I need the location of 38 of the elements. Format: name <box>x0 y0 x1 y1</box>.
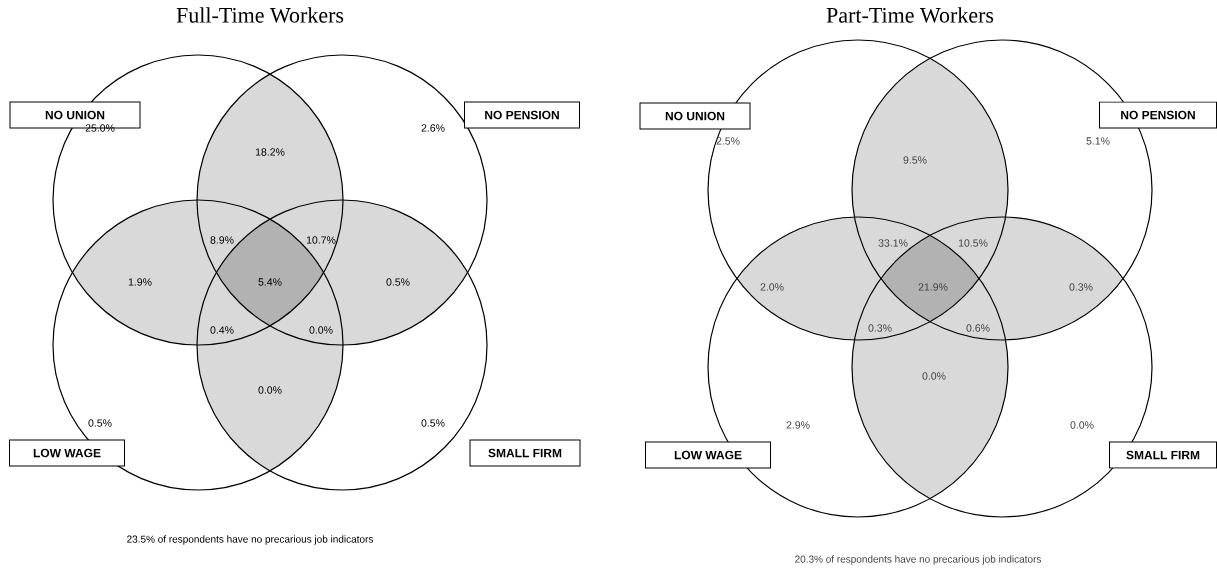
percentage-label: 0.3% <box>868 324 892 332</box>
percentage-label: 2.9% <box>786 421 810 429</box>
percentage-label: 5.1% <box>1086 137 1110 145</box>
label-box: LOW WAGE <box>645 441 771 469</box>
percentage-label: 0.3% <box>1069 283 1093 291</box>
node-label: NO PENSION <box>1121 110 1195 120</box>
footnote: 23.5% of respondents have no precarious job indicators <box>127 535 373 545</box>
percentage-label: 9.5% <box>903 156 927 164</box>
label-box: SMALL FIRM <box>469 439 581 467</box>
percentage-label: 21.9% <box>918 283 948 291</box>
percentage-label: 5.4% <box>258 278 282 286</box>
percentage-label: 1.9% <box>128 278 152 286</box>
percentage-label: 0.0% <box>258 386 282 394</box>
percentage-label: 0.5% <box>421 419 445 427</box>
label-box: NO PENSION <box>464 101 580 129</box>
percentage-label: 0.5% <box>88 419 112 427</box>
label-box: SMALL FIRM <box>1109 441 1217 469</box>
panel-title: Full-Time Workers <box>176 7 344 23</box>
footnote: 20.3% of respondents have no precarious job indicators <box>795 555 1041 565</box>
percentage-label: 18.2% <box>255 148 285 156</box>
percentage-label: 10.7% <box>306 236 336 244</box>
percentage-label: 25.0% <box>85 124 115 132</box>
percentage-label: 10.5% <box>958 239 988 247</box>
label-box: LOW WAGE <box>9 439 125 467</box>
percentage-label: 0.4% <box>210 326 234 334</box>
percentage-label: 0.6% <box>966 324 990 332</box>
percentage-label: 0.0% <box>1070 421 1094 429</box>
panel-title: Part-Time Workers <box>826 7 994 23</box>
percentage-label: 0.0% <box>309 326 333 334</box>
percentage-label: 0.5% <box>386 278 410 286</box>
percentage-label: 8.9% <box>210 236 234 244</box>
label-box: NO UNION <box>639 102 751 130</box>
node-label: SMALL FIRM <box>1126 450 1200 460</box>
percentage-label: 2.0% <box>760 283 784 291</box>
label-box: NO PENSION <box>1099 101 1217 129</box>
percentage-label: 33.1% <box>878 239 908 247</box>
percentage-label: 0.0% <box>922 372 946 380</box>
percentage-label: 2.6% <box>421 124 445 132</box>
